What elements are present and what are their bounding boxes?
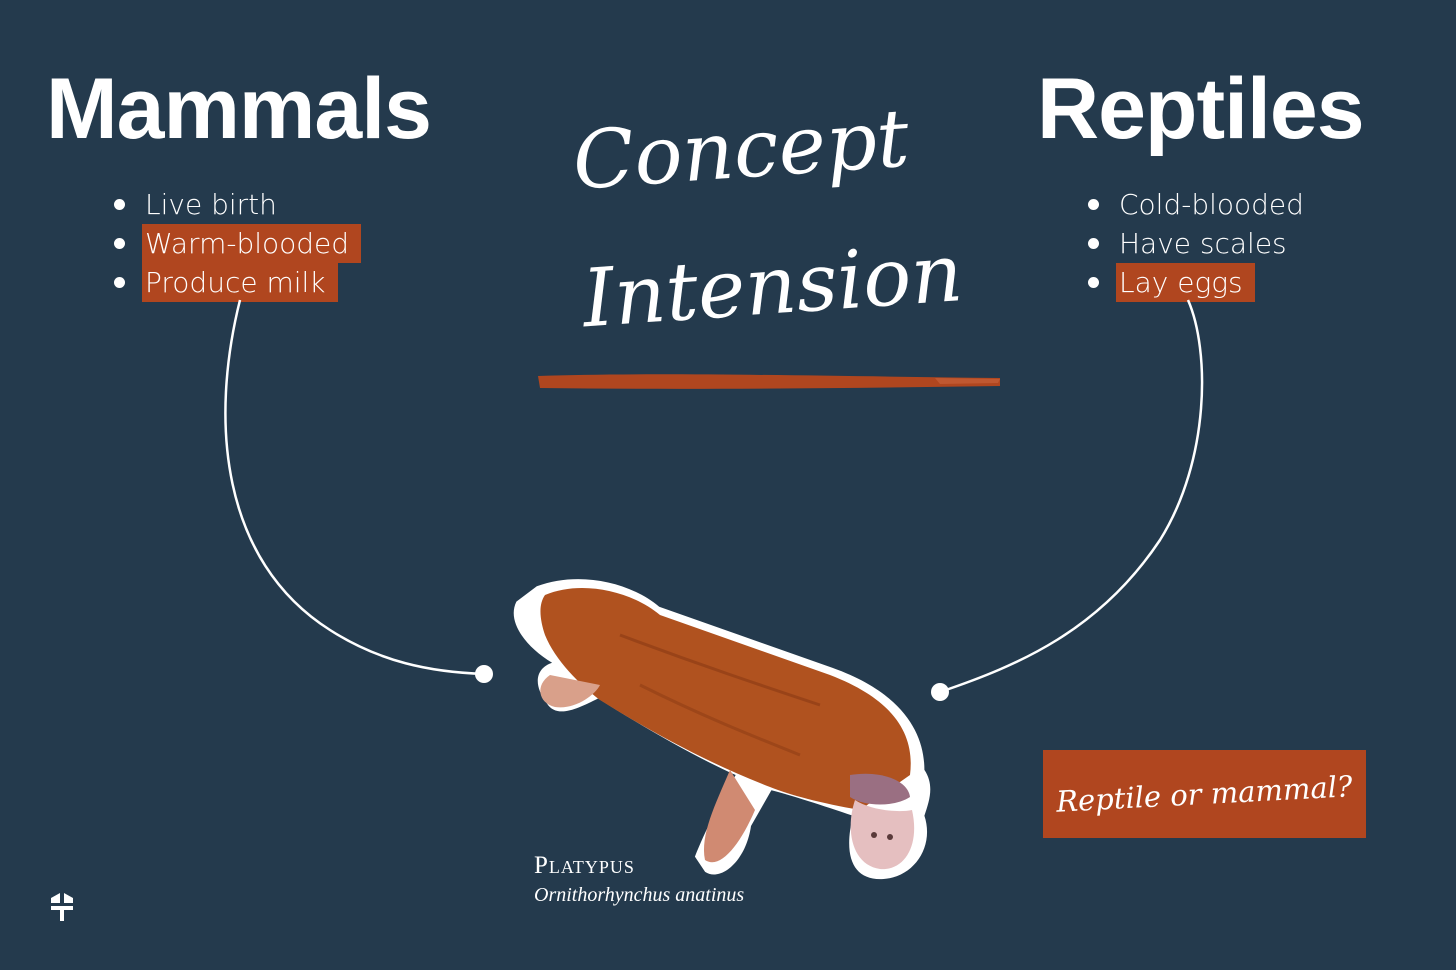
mammal-trait-produce-milk: Produce milk (142, 263, 338, 302)
reptile-trait-item: Cold-blooded (1088, 185, 1307, 224)
mammal-trait-live-birth: Live birth (145, 188, 277, 221)
common-name: Platypus (534, 852, 635, 879)
reptile-traits-list: Cold-blooded Have scales Lay eggs (1088, 185, 1307, 302)
reptiles-heading: Reptiles (1037, 61, 1365, 157)
question-text: Reptile or mammal? (1055, 769, 1354, 819)
reptile-trait-cold-blooded: Cold-blooded (1119, 188, 1304, 221)
reptile-trait-have-scales: Have scales (1119, 227, 1287, 260)
bullet-icon (1088, 237, 1099, 249)
bullet-icon (114, 198, 125, 210)
scientific-name: Ornithorhynchus anatinus (534, 884, 745, 906)
bullet-icon (114, 276, 125, 288)
mammal-trait-item: Warm-blooded (114, 224, 362, 263)
mammal-trait-warm-blooded: Warm-blooded (142, 224, 362, 263)
reptile-trait-lay-eggs: Lay eggs (1116, 263, 1255, 302)
brand-logo-icon (51, 893, 73, 921)
mammal-connector-line (224, 299, 485, 676)
mammal-trait-item: Produce milk (114, 263, 361, 302)
mammal-connector-dot (475, 665, 493, 683)
title-underline-brushstroke (538, 374, 1000, 389)
question-callout: Reptile or mammal? (1043, 750, 1366, 838)
platypus-illustration (513, 579, 931, 880)
bullet-icon (114, 237, 125, 249)
mammal-trait-item: Live birth (114, 185, 361, 224)
title-underline-speckle (935, 378, 1000, 384)
mammal-traits-list: Live birth Warm-blooded Produce milk (114, 185, 362, 302)
bullet-icon (1088, 198, 1099, 210)
specimen-caption: Platypus Ornithorhynchus anatinus (534, 850, 744, 908)
platypus-body (540, 587, 915, 870)
reptile-connector-dot (931, 683, 949, 701)
reptile-trait-item: Lay eggs (1088, 263, 1307, 302)
reptile-connector-line (939, 299, 1204, 694)
mammals-heading: Mammals (46, 61, 432, 157)
reptile-trait-item: Have scales (1088, 224, 1307, 263)
bullet-icon (1088, 276, 1099, 288)
